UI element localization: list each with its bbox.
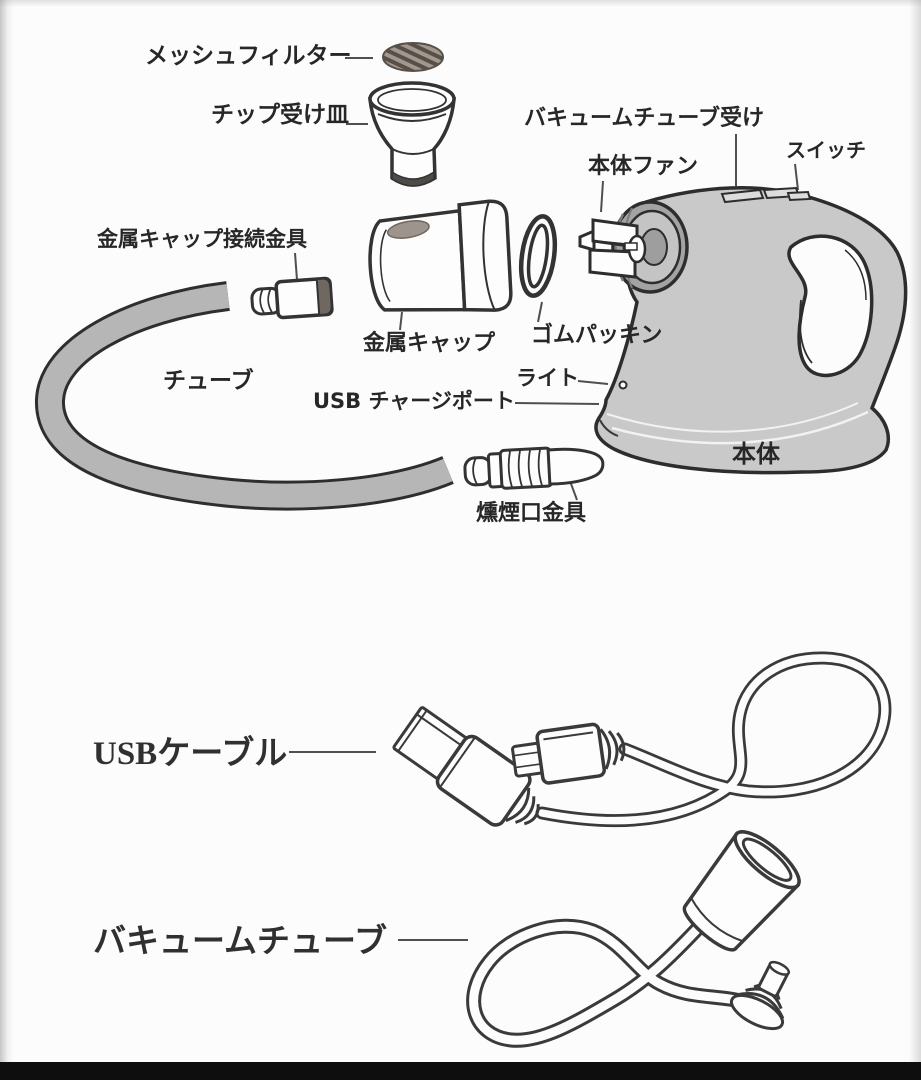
switch-button bbox=[786, 190, 812, 202]
leader-line bbox=[294, 252, 298, 281]
leader-line bbox=[399, 311, 403, 331]
tube-drawing bbox=[35, 281, 454, 511]
micro-usb-connector bbox=[511, 722, 626, 785]
label-metal-cap: 金属キャップ bbox=[363, 331, 496, 356]
label-chip-tray: チップ受け皿 bbox=[211, 102, 349, 128]
vacuum-cup-end bbox=[682, 830, 801, 952]
label-body-fan: 本体ファン bbox=[588, 154, 699, 179]
light-dot bbox=[618, 380, 628, 390]
label-switch: スイッチ bbox=[786, 138, 866, 162]
rubber-packing-drawing bbox=[518, 214, 558, 298]
label-body: 本体 bbox=[732, 440, 780, 468]
label-smoke-port-fitting: 燻煙口金具 bbox=[476, 501, 587, 526]
vacuum-tube-drawing bbox=[466, 830, 801, 1048]
metal-cap-drawing bbox=[368, 199, 513, 312]
usb-cable-drawing bbox=[392, 651, 892, 828]
chip-tray-drawing bbox=[368, 81, 456, 187]
leader-lines bbox=[289, 57, 799, 941]
photo-edge-shadow-left bbox=[0, 0, 14, 1080]
label-metal-cap-connector: 金属キャップ接続金具 bbox=[97, 227, 307, 251]
label-vacuum-tube: バキュームチューブ bbox=[93, 924, 388, 960]
main-body-drawing bbox=[578, 186, 908, 475]
smoke-port-fitting-drawing bbox=[463, 446, 605, 490]
leader-line bbox=[537, 301, 543, 323]
leader-line bbox=[794, 163, 799, 191]
mesh-filter-drawing bbox=[382, 42, 444, 72]
label-usb-charge-port: USB チャージポート bbox=[313, 389, 515, 413]
photo-edge-shadow-right bbox=[909, 0, 921, 1080]
leader-line bbox=[514, 402, 600, 405]
metal-cap-connector-drawing bbox=[250, 276, 334, 320]
label-mesh-filter: メッシュフィルター bbox=[145, 43, 352, 69]
usb-a-connector bbox=[392, 706, 540, 827]
label-light: ライト bbox=[516, 366, 579, 390]
label-tube: チューブ bbox=[163, 368, 254, 394]
label-usb-cable: USBケーブル bbox=[93, 736, 288, 772]
label-vacuum-tube-receiver: バキュームチューブ受け bbox=[524, 106, 765, 131]
bottom-black-bar bbox=[0, 1062, 921, 1080]
leader-line bbox=[600, 180, 604, 213]
leader-line bbox=[577, 380, 609, 385]
label-rubber-packing: ゴムパッキン bbox=[531, 323, 663, 348]
body-fan-drawing bbox=[578, 218, 647, 279]
vacuum-nozzle-end bbox=[729, 960, 791, 1031]
leader-line bbox=[569, 480, 578, 501]
photo-edge-shadow-top bbox=[0, 0, 921, 7]
